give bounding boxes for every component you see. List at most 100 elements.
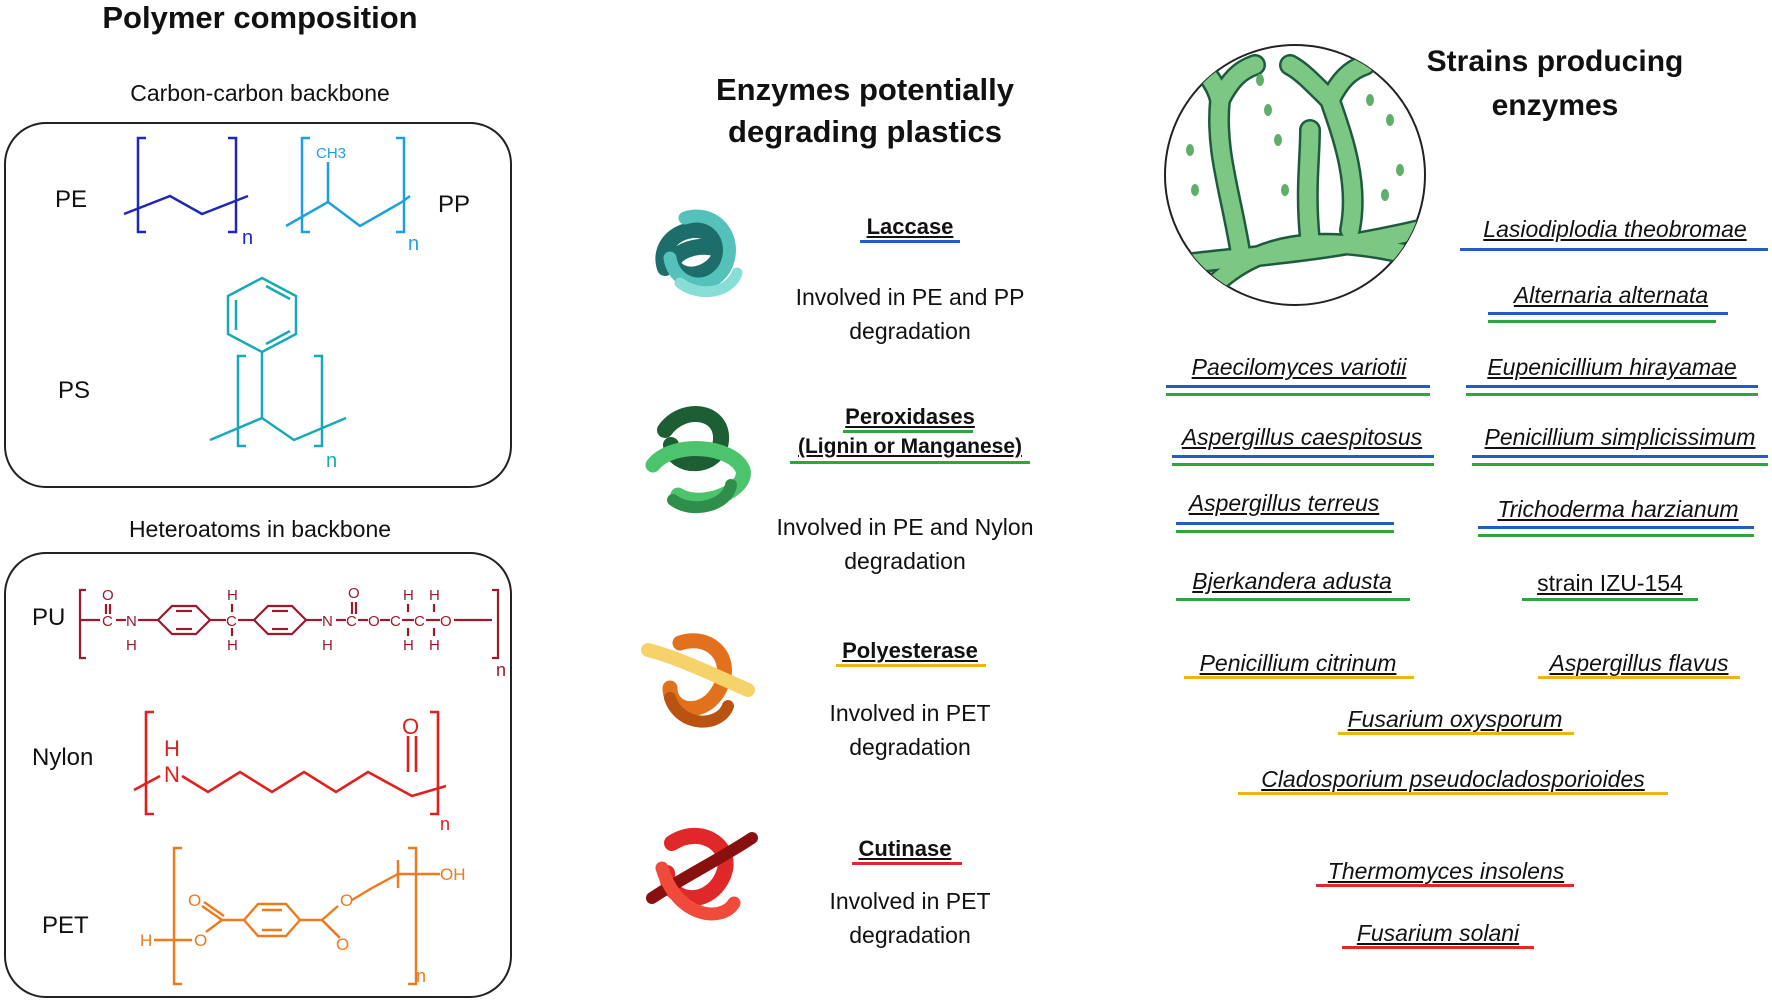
pp-label: PP xyxy=(438,191,471,218)
cutinase-desc-line1: Involved in PET xyxy=(829,888,991,914)
strain-fusarium-solani: Fusarium solani xyxy=(1356,920,1520,946)
pu-h-6: H xyxy=(403,637,414,654)
strain-penicillium-citrinum: Penicillium citrinum xyxy=(1199,650,1397,676)
strain-fusarium-oxysporum: Fusarium oxysporum xyxy=(1347,706,1563,732)
polyesterase-desc-line2: degradation xyxy=(849,734,971,760)
nylon-n: N xyxy=(164,762,180,787)
laccase-desc-line2: degradation xyxy=(849,318,971,344)
peroxidases-name: Peroxidases xyxy=(845,404,975,429)
pp-ch3-label: CH3 xyxy=(316,145,346,162)
strain-bjerkandera-adusta: Bjerkandera adusta xyxy=(1192,568,1392,594)
pu-o-3: O xyxy=(368,613,380,630)
ps-structure: n xyxy=(209,276,347,472)
pet-o-2: O xyxy=(188,891,201,910)
pet-o-3: O xyxy=(336,935,349,954)
pet-subscript: n xyxy=(416,966,426,986)
strain-thermomyces-insolens: Thermomyces insolens xyxy=(1327,858,1565,884)
strain-aspergillus-terreus: Aspergillus terreus xyxy=(1188,490,1380,516)
strain-aspergillus-caespitosus: Aspergillus caespitosus xyxy=(1181,424,1423,450)
pu-c-1: C xyxy=(102,613,113,630)
underline-cladosporium-yellow xyxy=(1238,792,1668,795)
pu-subscript: n xyxy=(496,660,506,680)
fungal-hyphae-illustration xyxy=(1164,44,1426,306)
pet-o-4: O xyxy=(340,891,353,910)
strain-izu-154: strain IZU-154 xyxy=(1537,570,1683,596)
pu-o-4: O xyxy=(440,613,452,630)
polyesterase-name: Polyesterase xyxy=(842,638,978,663)
pu-h-5: H xyxy=(403,587,414,604)
pu-c-4: C xyxy=(390,613,401,630)
strain-trichoderma-harzianum: Trichoderma harzianum xyxy=(1497,496,1739,522)
carbon-backbone-label: Carbon-carbon backbone xyxy=(130,80,390,106)
strain-lasiodiplodia-theobromae: Lasiodiplodia theobromae xyxy=(1483,216,1747,242)
underline-alternaria-blue xyxy=(1488,312,1728,315)
strains-title-line2: enzymes xyxy=(1491,89,1619,122)
underline-terreus-green xyxy=(1176,530,1394,533)
underline-eupenicillium-blue xyxy=(1466,385,1758,388)
underline-simplicissimum-green xyxy=(1472,463,1768,466)
laccase-underline-blue xyxy=(860,240,960,243)
underline-trichoderma-green xyxy=(1478,534,1754,537)
pu-o-2: O xyxy=(348,585,360,602)
polymer-composition-title: Polymer composition xyxy=(102,0,418,35)
pu-h-7: H xyxy=(429,587,440,604)
pp-subscript: n xyxy=(408,233,419,255)
pu-c-5: C xyxy=(414,613,425,630)
underline-paecilomyces-green xyxy=(1166,393,1430,396)
underline-caespitosus-blue xyxy=(1172,455,1434,458)
underline-citrinum-yellow xyxy=(1184,676,1414,679)
peroxidases-underline-green-1 xyxy=(843,430,973,433)
underline-flavus-yellow xyxy=(1538,676,1740,679)
pu-label: PU xyxy=(32,604,66,631)
laccase-desc-line1: Involved in PE and PP xyxy=(795,284,1025,310)
peroxidases-name-line2: (Lignin or Manganese) xyxy=(797,435,1022,458)
cutinase-protein-icon xyxy=(646,827,758,921)
laccase-name: Laccase xyxy=(866,214,954,239)
underline-caespitosus-green xyxy=(1172,463,1434,466)
cutinase-desc-line2: degradation xyxy=(849,922,971,948)
peroxidases-underline-green-2 xyxy=(790,461,1030,464)
polyesterase-protein-icon xyxy=(641,633,755,728)
pu-c-3: C xyxy=(346,613,357,630)
underline-solani-red xyxy=(1342,946,1534,949)
strains-title-line1: Strains producing xyxy=(1426,45,1684,78)
pet-label: PET xyxy=(42,912,89,939)
pe-subscript: n xyxy=(242,227,253,249)
nylon-label: Nylon xyxy=(32,744,94,771)
ps-subscript: n xyxy=(326,450,337,472)
pu-h-1: H xyxy=(126,637,137,654)
strain-aspergillus-flavus: Aspergillus flavus xyxy=(1549,650,1729,676)
pe-structure: n xyxy=(123,136,253,249)
pu-o-1: O xyxy=(102,587,114,604)
pet-structure: H O O O O OH n xyxy=(140,846,466,986)
nylon-o: O xyxy=(402,714,419,739)
pet-h: H xyxy=(140,931,152,950)
strain-paecilomyces-variotii: Paecilomyces variotii xyxy=(1191,354,1407,380)
pu-h-3: H xyxy=(227,637,238,654)
strain-eupenicillium-hirayamae: Eupenicillium hirayamae xyxy=(1487,354,1737,380)
pu-c-2: C xyxy=(226,613,237,630)
cutinase-name: Cutinase xyxy=(858,836,952,861)
nylon-h: H xyxy=(164,736,180,761)
cutinase-underline-red xyxy=(852,862,962,865)
underline-bjerkandera-green xyxy=(1176,598,1410,601)
pu-structure: C O N H C H H N H C O O C H H C H H O n xyxy=(78,585,506,680)
pu-h-8: H xyxy=(429,637,440,654)
peroxidases-desc-line1: Involved in PE and Nylon xyxy=(776,514,1034,540)
pu-n-2: N xyxy=(322,613,333,630)
strain-cladosporium-pseudocladosporioides: Cladosporium pseudocladosporioides xyxy=(1261,766,1645,792)
nylon-structure: H N O n xyxy=(133,710,450,834)
underline-izu-154-green xyxy=(1522,598,1698,601)
heteroatoms-backbone-label: Heteroatoms in backbone xyxy=(128,516,392,542)
pu-n-1: N xyxy=(126,613,137,630)
pu-h-4: H xyxy=(322,637,333,654)
underline-simplicissimum-blue xyxy=(1472,455,1768,458)
underline-eupenicillium-green xyxy=(1466,393,1758,396)
pet-oh: OH xyxy=(440,865,466,884)
polyesterase-underline-yellow xyxy=(836,664,986,667)
polyesterase-desc-line1: Involved in PET xyxy=(829,700,991,726)
heteroatoms-backbone-box xyxy=(4,552,512,998)
enzymes-title-line2: degrading plastics xyxy=(728,114,1002,149)
peroxidases-desc-line2: degradation xyxy=(844,548,966,574)
pet-o-1: O xyxy=(194,931,207,950)
